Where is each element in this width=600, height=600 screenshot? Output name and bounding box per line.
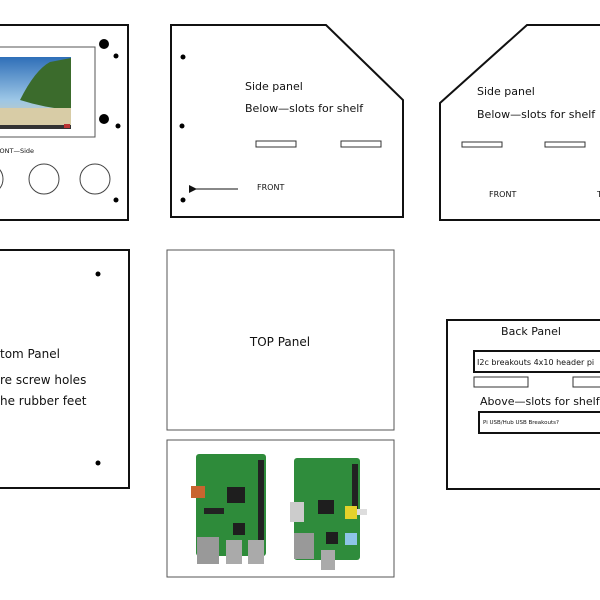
screw-hole <box>113 197 119 203</box>
screw-hole <box>95 460 101 466</box>
usb-breakout-label: Pi USB/Hub USB Breakouts? <box>483 420 559 426</box>
button-hole <box>28 163 60 195</box>
side-panel-right: Side panel Below—slots for shelf FRONT T <box>439 24 600 221</box>
side-panel-title: Side panel <box>245 80 303 93</box>
screw-hole <box>180 197 186 203</box>
front-label: FRONT—Side <box>0 147 34 155</box>
shelf-slot <box>572 376 600 388</box>
mount-hole <box>99 114 109 124</box>
screen-image <box>0 57 71 129</box>
screen-frame <box>0 46 96 138</box>
clipped-label: T <box>596 190 600 199</box>
back-panel-title: Back Panel <box>501 325 561 338</box>
back-panel-note: Above—slots for shelf <box>480 395 600 408</box>
shelf-slot <box>461 141 503 148</box>
front-direction-label: FRONT <box>257 183 284 192</box>
screw-hole <box>115 123 121 129</box>
pi-board-model-b <box>290 458 367 570</box>
side-panel-note: Below—slots for shelf <box>245 102 364 115</box>
header-breakout-label: I2c breakouts 4x10 header pi <box>477 358 594 367</box>
screw-hole <box>179 123 185 129</box>
screw-hole <box>113 53 119 59</box>
side-panel-title: Side panel <box>477 85 535 98</box>
top-panel: TOP Panel <box>166 249 395 431</box>
shelf-slot <box>544 141 586 148</box>
header-breakout-box <box>473 350 600 373</box>
side-panel-left: Side panel Below—slots for shelf FRONT <box>170 24 404 218</box>
bottom-panel: tom Panel re screw holes he rubber feet <box>0 249 130 489</box>
bottom-panel-line1: re screw holes <box>0 373 86 387</box>
button-hole <box>0 169 4 189</box>
screw-hole <box>180 54 186 60</box>
shelf-slot <box>473 376 529 388</box>
front-direction-label: FRONT <box>489 190 516 199</box>
usb-breakout-box <box>478 411 600 434</box>
side-panel-note: Below—slots for shelf <box>477 108 596 121</box>
raspberry-pi-boards-image <box>166 439 395 578</box>
pi-board-b-plus <box>191 454 266 564</box>
screw-hole <box>95 271 101 277</box>
button-hole <box>79 163 111 195</box>
bottom-panel-title: tom Panel <box>0 347 60 361</box>
mount-hole <box>99 39 109 49</box>
back-panel: Back Panel I2c breakouts 4x10 header pi … <box>446 319 600 490</box>
shelf-slot <box>340 140 382 148</box>
bottom-panel-line2: he rubber feet <box>0 394 87 408</box>
top-panel-title: TOP Panel <box>249 335 310 349</box>
shelf-slot <box>255 140 297 148</box>
front-panel: FRONT—Side <box>0 24 129 221</box>
